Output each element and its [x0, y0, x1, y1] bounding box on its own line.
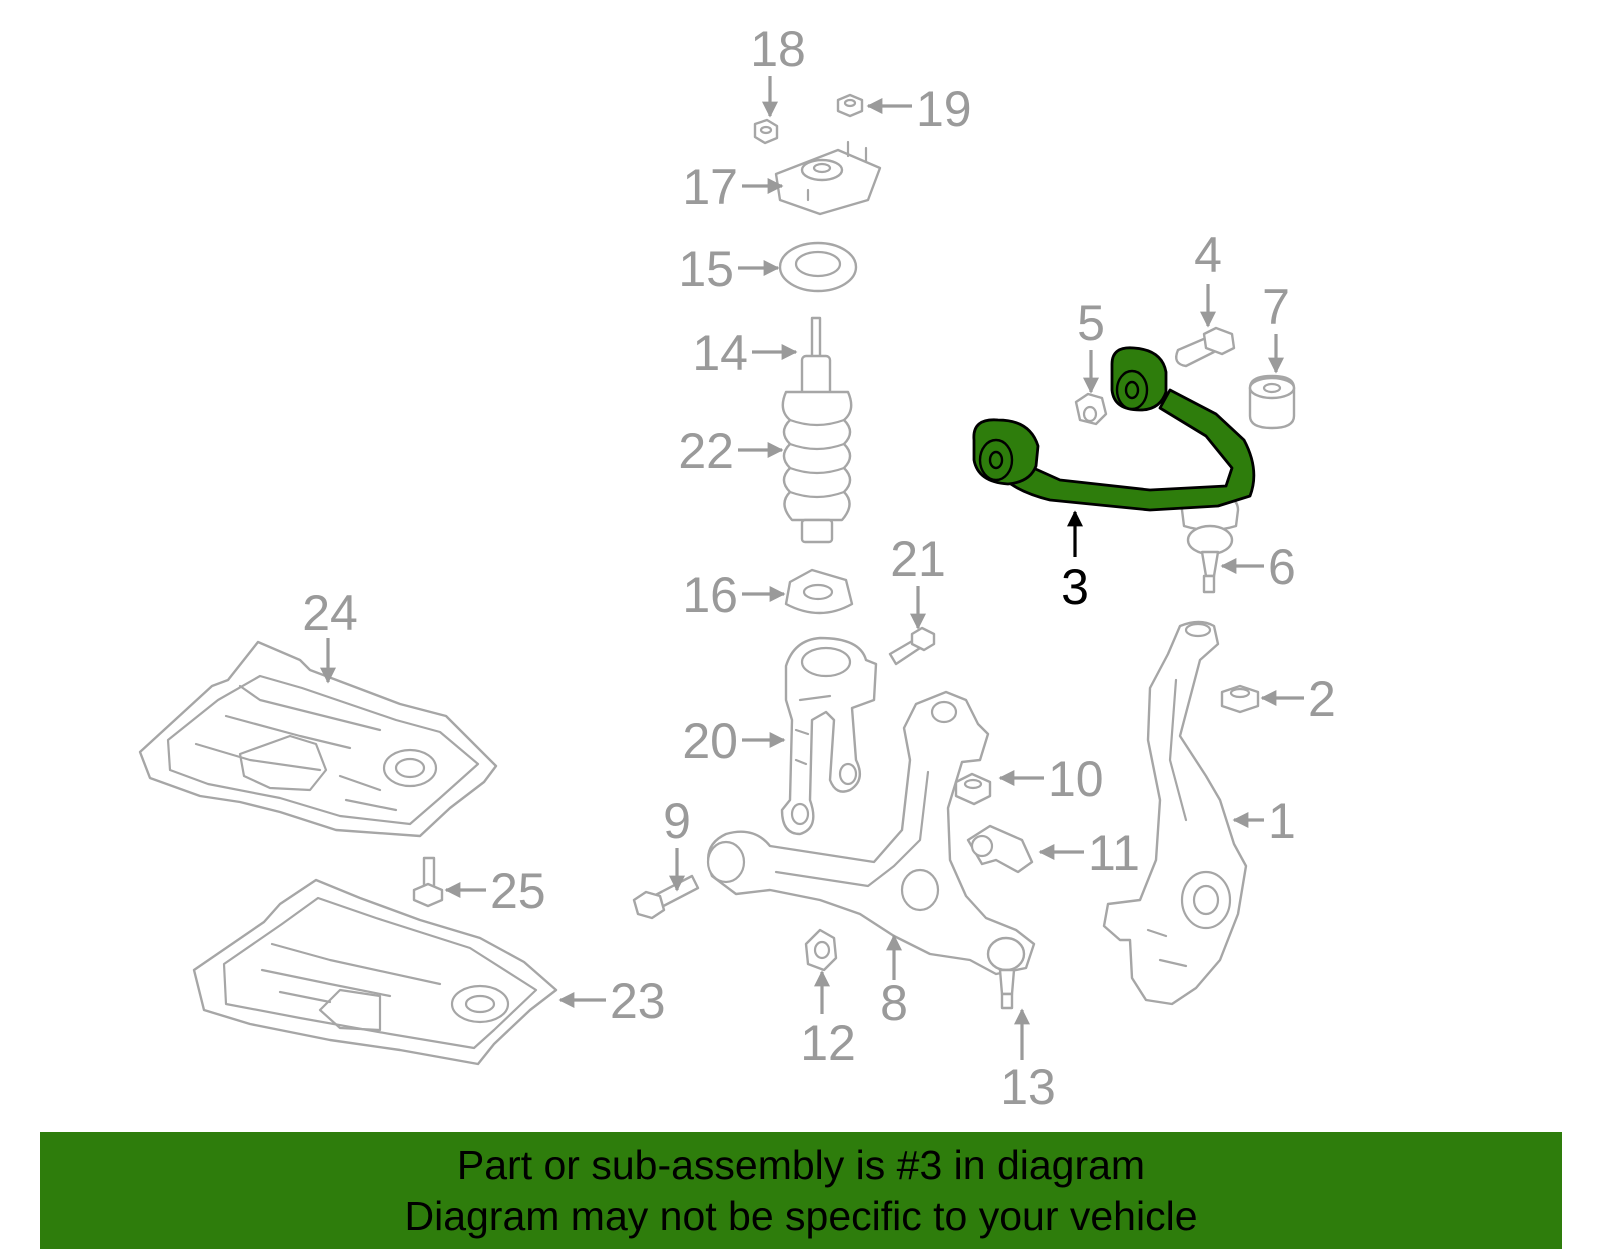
part-10-nut[interactable]: [954, 772, 992, 806]
part-13-ball-joint[interactable]: [1000, 992, 1014, 1010]
callout-10[interactable]: 10: [1048, 751, 1104, 807]
part-15-spring-seat[interactable]: [778, 241, 858, 293]
callout-3[interactable]: 3: [1061, 559, 1089, 615]
callout-21[interactable]: 21: [890, 531, 946, 587]
part-12-nut[interactable]: [804, 928, 838, 972]
callout-22[interactable]: 22: [678, 423, 734, 479]
part-20-strut-fork[interactable]: [780, 636, 878, 836]
callout-15[interactable]: 15: [678, 241, 734, 297]
callout-5[interactable]: 5: [1077, 295, 1105, 351]
part-24-skid-plate[interactable]: [138, 640, 498, 838]
part-2-nut[interactable]: [1220, 684, 1260, 714]
callout-14[interactable]: 14: [692, 325, 748, 381]
callout-13[interactable]: 13: [1000, 1059, 1056, 1115]
callout-23[interactable]: 23: [610, 973, 666, 1029]
part-21-bolt[interactable]: [888, 626, 936, 666]
callout-2[interactable]: 2: [1308, 671, 1336, 727]
part-19-nut[interactable]: [836, 93, 864, 118]
part-9-bolt[interactable]: [632, 874, 700, 920]
banner-line-part: Part or sub-assembly is #3 in diagram: [456, 1142, 1146, 1188]
part-23-skid-plate[interactable]: [192, 878, 558, 1066]
part-8-lower-control-arm[interactable]: [706, 690, 1036, 996]
part-18-nut[interactable]: [753, 118, 779, 145]
part-3-upper-control-arm[interactable]: [972, 346, 1256, 512]
callout-17[interactable]: 17: [682, 159, 738, 215]
callout-19[interactable]: 19: [916, 81, 972, 137]
callout-4[interactable]: 4: [1194, 227, 1222, 283]
callout-16[interactable]: 16: [682, 567, 738, 623]
info-banner: Part or sub-assembly is #3 in diagram Di…: [40, 1132, 1562, 1249]
banner-line-disclaimer: Diagram may not be specific to your vehi…: [404, 1193, 1198, 1239]
part-16-isolator[interactable]: [784, 568, 854, 615]
callout-25[interactable]: 25: [490, 863, 546, 919]
callout-8[interactable]: 8: [880, 975, 908, 1031]
callout-12[interactable]: 12: [800, 1015, 856, 1071]
part-25-bolt[interactable]: [412, 856, 444, 908]
callout-20[interactable]: 20: [682, 713, 738, 769]
part-1-steering-knuckle[interactable]: [1102, 620, 1248, 1006]
callout-6[interactable]: 6: [1268, 539, 1296, 595]
callout-7[interactable]: 7: [1262, 279, 1290, 335]
callout-11[interactable]: 11: [1088, 825, 1140, 881]
callout-1[interactable]: 1: [1268, 793, 1296, 849]
callout-arrows: [320, 76, 1304, 1060]
part-5-nut[interactable]: [1074, 392, 1108, 426]
part-4-bolt[interactable]: [1175, 326, 1236, 368]
part-17-strut-mount[interactable]: [774, 140, 882, 216]
callout-24[interactable]: 24: [302, 585, 358, 641]
part-11-sensor[interactable]: [966, 824, 1034, 874]
callout-18[interactable]: 18: [750, 21, 806, 77]
part-22-dust-boot[interactable]: [781, 390, 853, 544]
callout-9[interactable]: 9: [663, 793, 691, 849]
part-7-bushing[interactable]: [1248, 374, 1296, 430]
callout-labels: 1 2 3 4 5 6 7 8 9 10 11 12 13 14 15 16 1…: [302, 21, 1336, 1115]
part-14-shock-absorber[interactable]: [800, 316, 832, 398]
